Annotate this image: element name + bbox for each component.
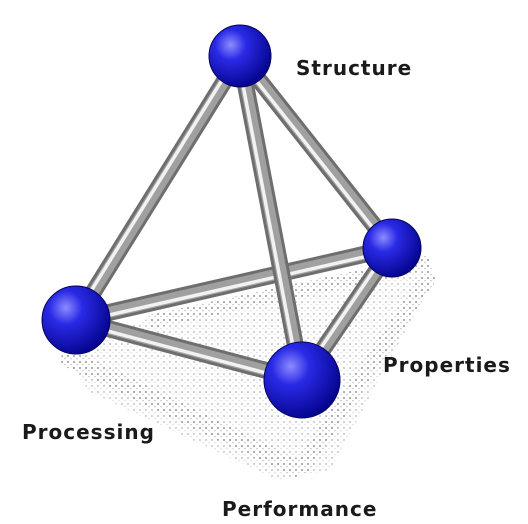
structure-label: Structure [296, 56, 412, 80]
properties-label: Properties [383, 353, 511, 377]
performance-label: Performance [222, 497, 377, 521]
processing-label: Processing [22, 420, 155, 444]
node-processing [42, 286, 110, 354]
node-properties [363, 219, 421, 277]
edge-highlight [74, 55, 238, 319]
node-performance [264, 342, 340, 418]
node-structure [209, 25, 271, 87]
